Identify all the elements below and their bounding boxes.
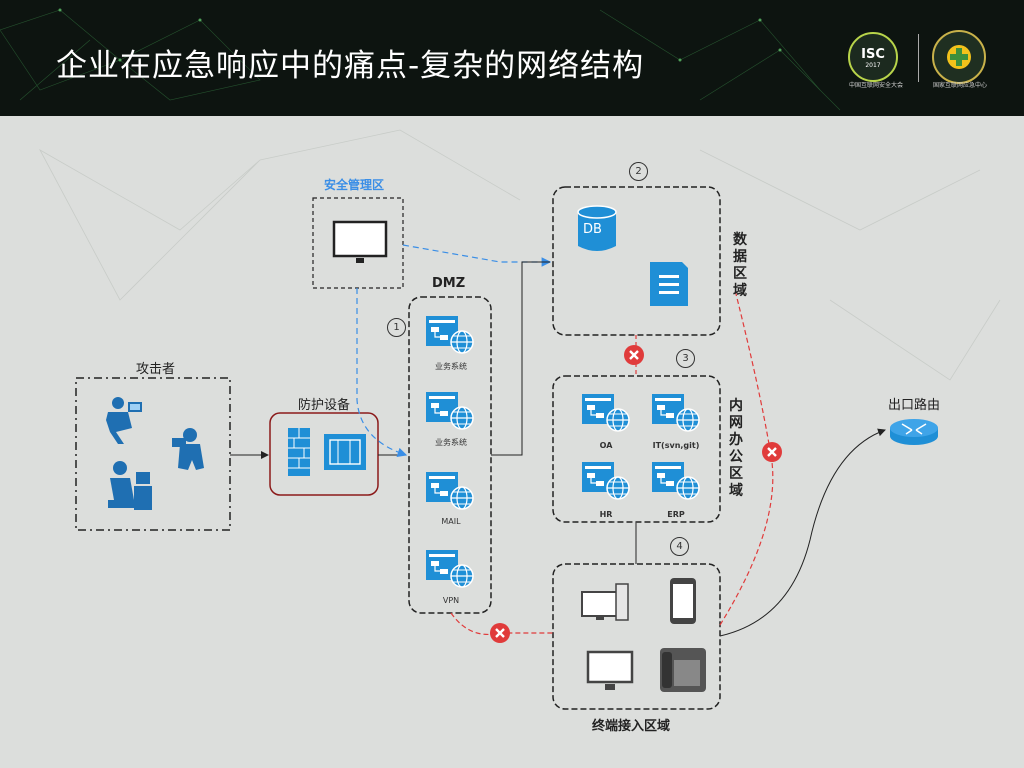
- exit-router-label: 出口路由: [888, 398, 941, 413]
- data-zone-border: [552, 186, 721, 336]
- slide-title: 企业在应急响应中的痛点-复杂的网络结构: [56, 48, 645, 84]
- isc-logo-text: ISC: [861, 47, 885, 62]
- it-server-icon: [651, 393, 700, 432]
- security-mgmt-zone-border: [312, 197, 404, 289]
- header-network-pattern: [0, 8, 841, 111]
- step-number-1: 1: [387, 318, 406, 337]
- step-number-3: 3: [676, 349, 695, 368]
- hr-server-icon: [581, 461, 630, 500]
- hr-server-label: HR: [599, 510, 613, 519]
- step-number-2: 2: [629, 162, 648, 181]
- laptop-monitor-icon: [586, 650, 634, 690]
- mail-server-icon: [425, 471, 474, 510]
- mail-server-label: MAIL: [441, 517, 461, 526]
- database-label: DB: [583, 222, 602, 237]
- document-icon: [650, 262, 688, 306]
- dmz-server-1-icon: [425, 315, 474, 354]
- protection-zone-label: 防护设备: [298, 398, 351, 413]
- dmz-server-2-icon: [425, 391, 474, 430]
- desktop-pc-icon: [581, 583, 629, 621]
- terminal-zone-label: 终端接入区域: [592, 719, 671, 734]
- dmz-zone-label: DMZ: [432, 276, 466, 291]
- dmz-zone-border: [408, 296, 492, 614]
- erp-server-icon: [651, 461, 700, 500]
- mgmt-to-dmz-link: [356, 288, 408, 457]
- erp-server-label: ERP: [667, 510, 685, 519]
- vpn-server-icon: [425, 549, 474, 588]
- blocked-terminal-data-icon: [760, 440, 784, 464]
- attacker-person-icon: [106, 397, 142, 444]
- blocked-vpn-terminal-icon: [488, 621, 512, 645]
- isc-logo-year: 2017: [865, 62, 881, 69]
- protection-zone-border: [269, 412, 379, 496]
- intranet-zone-label: 内网办公区域: [729, 398, 743, 499]
- slide-header: 企业在应急响应中的痛点-复杂的网络结构 ISC 2017 中国互联网安全大会 国…: [0, 0, 1024, 116]
- security-mgmt-zone-label: 安全管理区: [324, 178, 385, 192]
- oa-server-label: OA: [599, 441, 613, 450]
- dmz-to-data-link: [491, 261, 550, 456]
- ips-device-icon: [324, 434, 366, 470]
- attacker-hooded-icon: [172, 428, 204, 470]
- attacker-zone-label: 攻击者: [136, 362, 176, 377]
- cncert-emblem-logo: [932, 30, 986, 84]
- attacker-zone-border: [75, 377, 231, 531]
- blocked-data-intranet-icon: [622, 343, 646, 367]
- monitor-icon: [332, 220, 388, 263]
- database-icon: [577, 205, 617, 251]
- desk-phone-icon: [660, 648, 706, 692]
- router-icon: [890, 419, 938, 445]
- terminal-to-router-link: [719, 428, 886, 637]
- it-server-label: IT(svn,git): [652, 441, 700, 450]
- isc-logo-caption: 中国互联网安全大会: [848, 82, 903, 89]
- mgmt-to-data-link: [402, 244, 552, 267]
- attacker-desk-icon: [108, 461, 152, 510]
- vpn-server-label: VPN: [442, 596, 460, 605]
- firewall-icon: [288, 428, 310, 476]
- dmz-server-1-label: 业务系统: [435, 362, 467, 371]
- isc-logo: ISC 2017: [848, 32, 898, 82]
- dmz-server-2-label: 业务系统: [435, 438, 467, 447]
- terminal-zone-border: [552, 563, 721, 710]
- logo-divider: [918, 34, 919, 82]
- background-network-pattern: [38, 129, 1001, 381]
- cncert-logo-caption: 国家互联网应急中心: [932, 82, 987, 89]
- step-number-4: 4: [670, 537, 689, 556]
- mobile-phone-icon: [670, 578, 696, 624]
- emblem-cross-icon: [947, 45, 971, 69]
- oa-server-icon: [581, 393, 630, 432]
- data-zone-label: 数据区域: [733, 232, 747, 299]
